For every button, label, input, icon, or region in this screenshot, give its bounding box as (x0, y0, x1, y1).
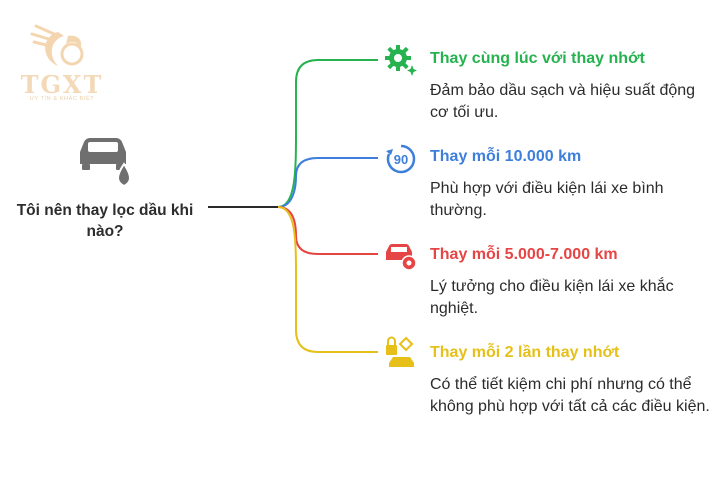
option-description-1: Đảm bảo dầu sạch và hiệu suất động cơ tố… (430, 82, 696, 121)
counter-90-text: 90 (394, 152, 408, 167)
branch-green (277, 59, 378, 208)
option-description-2: Phù hợp với điều kiện lái xe bình thường… (430, 180, 664, 219)
question-text: Tôi nên thay lọc dầu khi nào? (16, 202, 194, 240)
car-oil-drop-icon (80, 138, 131, 188)
option-title-4: Thay mỗi 2 lần thay nhớt (430, 344, 620, 361)
logo (30, 24, 84, 66)
option-title-3: Thay mỗi 5.000-7.000 km (430, 246, 618, 263)
counter-90-icon: 90 (386, 144, 416, 174)
branch-blue (277, 157, 378, 208)
branch-yellow (277, 206, 378, 353)
branch-red (277, 206, 378, 255)
car-gear-icon (386, 244, 417, 271)
logo-tagline: UY TÍN & KHÁC BIỆT (29, 96, 95, 102)
logo-text: TGXT (20, 70, 104, 99)
option-title-1: Thay cùng lúc với thay nhớt (430, 50, 645, 67)
option-description-3: Lý tưởng cho điều kiện lái xe khắc nghiệ… (430, 278, 674, 317)
option-description-4: Có thể tiết kiệm chi phí nhưng có thể kh… (430, 376, 710, 415)
option-title-2: Thay mỗi 10.000 km (430, 148, 582, 165)
gear-sparkle-icon (385, 45, 417, 76)
lock-car-icon (386, 336, 414, 367)
